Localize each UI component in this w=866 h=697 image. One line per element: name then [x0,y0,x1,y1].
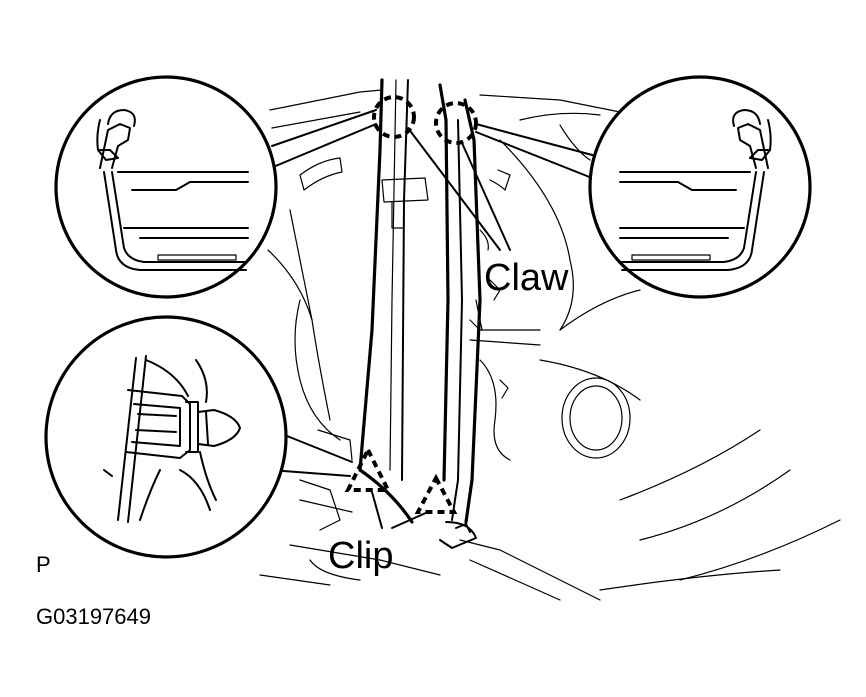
center-pillar-trim [358,78,483,549]
vehicle-interior-background [259,89,841,601]
detail-claw-right [475,75,812,299]
detail-pointer-top [271,109,377,147]
claw-markers [372,95,511,251]
clip-marker-left [344,445,392,492]
claw-label: Claw [484,257,569,299]
detail-pointer-bottom [265,123,377,171]
detail-claw-left [54,75,377,299]
detail-pointer-bottom [475,131,593,179]
detail-pointer-top [475,123,597,157]
clip-label: Clip [328,535,393,577]
clip-marker-right [414,473,458,514]
claw-leader-1 [407,127,501,251]
clip-markers [344,445,458,529]
detail-clip [44,315,353,559]
claw-leader-2 [461,142,511,251]
clip-leader-1 [371,491,383,529]
clip-leader-2 [391,511,429,529]
claw-marker-right [434,101,478,145]
claw-marker-left [372,95,416,139]
figure-code: G03197649 [36,604,151,629]
detail-pointer-bottom [269,469,351,477]
view-mark: P [36,552,51,577]
